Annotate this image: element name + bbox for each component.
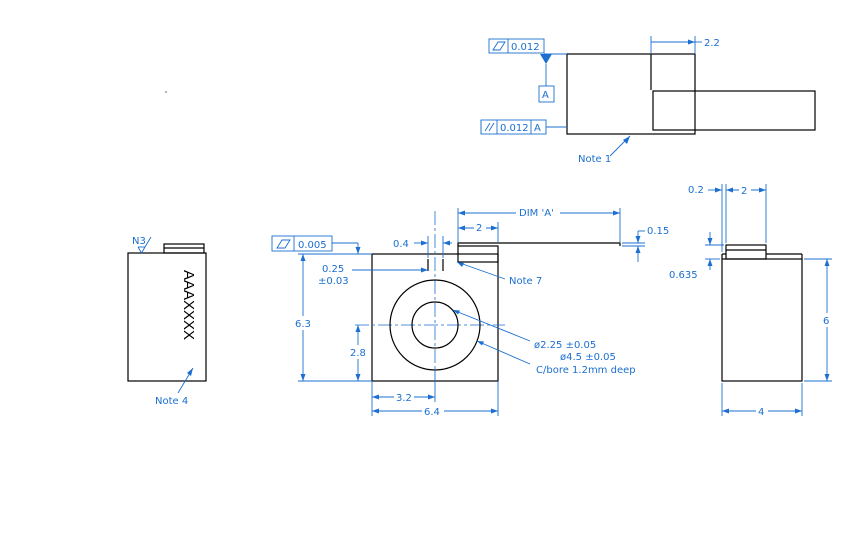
- parallel-icon: [484, 122, 491, 132]
- cbore-leader: [476, 340, 531, 365]
- parallel-datum: A: [534, 123, 541, 134]
- gap-dim: 0.4: [393, 239, 409, 250]
- top-view-tab-outline: [652, 90, 816, 131]
- note1-label: Note 1: [578, 154, 611, 165]
- top-view-body-outline: [566, 53, 696, 135]
- tab-offset-dim: 2: [476, 223, 482, 234]
- height-dim: 6.3: [295, 319, 311, 330]
- datum-triangle: [540, 54, 552, 64]
- bore-circle: [411, 301, 459, 349]
- right-view-tab-outline: [725, 244, 767, 260]
- overhang-dim: 2.2: [704, 38, 720, 49]
- cbore-label: ø4.5 ±0.05: [560, 352, 616, 363]
- width-dim: 6.4: [424, 407, 440, 418]
- datum-box: [538, 85, 555, 103]
- front-view: 0.005 6.3 2.8 0.4 0.25 ±0.03: [271, 206, 669, 418]
- finish-label: N3: [132, 236, 146, 247]
- tab-height-dim: 0.635: [669, 270, 698, 281]
- right-width-dim: 4: [758, 407, 764, 418]
- offset-dim: 0.2: [688, 185, 704, 196]
- slot-depth-dim: 0.25: [322, 264, 344, 275]
- cbore-depth-label: C/bore 1.2mm deep: [536, 365, 636, 376]
- dim-a-label: DIM 'A': [519, 208, 554, 219]
- front-flatness-value: 0.005: [298, 240, 327, 251]
- left-view: N3 AAAXXXX Note 4: [127, 236, 207, 407]
- tab-width-dim: 2: [741, 186, 747, 197]
- note7-label: Note 7: [509, 276, 542, 287]
- right-height-dim: 6: [823, 316, 829, 327]
- parallel-value: 0.012: [500, 123, 529, 134]
- front-flatness-frame: [271, 235, 333, 252]
- right-view: 0.2 2 0.635 6 4: [669, 184, 833, 418]
- center-width-dim: 3.2: [396, 393, 412, 404]
- center-height-dim: 2.8: [350, 348, 366, 359]
- front-view-tab-outline: [457, 245, 499, 263]
- flatness-frame: [488, 38, 545, 54]
- marking-text: AAAXXXX: [180, 270, 197, 340]
- right-view-body-outline: [721, 258, 803, 382]
- note7-leader: [456, 261, 506, 280]
- flatness-icon: [492, 41, 506, 51]
- thickness-dim: 0.15: [647, 226, 669, 237]
- flatness-value: 0.012: [511, 42, 540, 53]
- front-view-lead: [457, 242, 621, 246]
- top-view: 0.012 A 0.012 A 2.2 Note 1: [480, 36, 816, 165]
- bore-leader: [452, 309, 531, 342]
- slot-depth-tol: ±0.03: [318, 276, 349, 287]
- datum-label: A: [542, 90, 549, 101]
- note4-label: Note 4: [155, 396, 188, 407]
- front-flatness-icon: [276, 239, 291, 249]
- bore-label: ø2.25 ±0.05: [534, 340, 596, 351]
